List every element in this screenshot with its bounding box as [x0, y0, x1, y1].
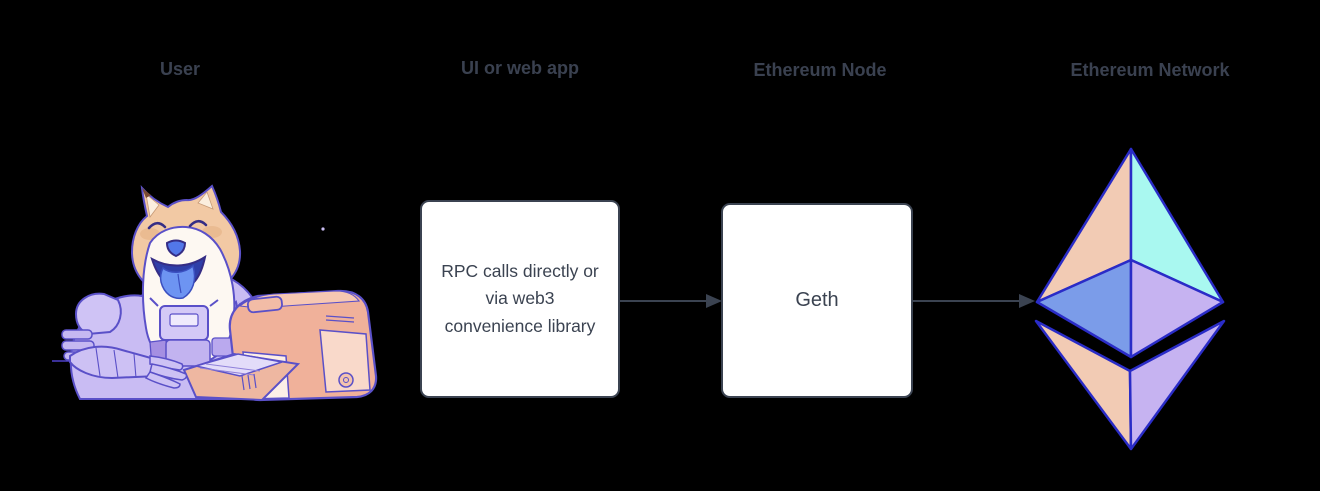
nose: [165, 239, 187, 258]
robotic-arm: [61, 329, 188, 389]
column-header-ui: UI or web app: [460, 58, 580, 78]
left-ear-inner: [145, 192, 160, 218]
column-header-user: User: [159, 59, 201, 79]
eth-face-bottom-right: [1128, 319, 1226, 451]
ethereum-logo-icon: [1034, 147, 1226, 451]
finger: [144, 371, 181, 389]
rpc-box-label: RPC calls directly or via web3 convenien…: [441, 261, 599, 336]
right-ear-inner: [197, 191, 214, 210]
doge-face: [147, 219, 208, 300]
geth-box-label: Geth: [795, 289, 839, 311]
column-header-network: Ethereum Network: [1070, 60, 1230, 80]
arrow-node-to-network: [913, 294, 1035, 308]
keyboard-icon: [182, 352, 301, 402]
arrowhead-icon: [706, 294, 722, 308]
closed-eye-left: [147, 221, 167, 230]
node-box-geth: Geth: [721, 203, 913, 398]
ear-tip: [142, 188, 151, 198]
arrow-ui-to-node: [620, 294, 722, 308]
closed-eye-right: [188, 219, 208, 228]
speck: [321, 227, 325, 231]
eth-face-mid-right: [1129, 258, 1225, 359]
doge-astronaut-at-computer-icon: [52, 184, 378, 402]
node-box-rpc: RPC calls directly or via web3 convenien…: [420, 200, 620, 398]
tongue: [159, 264, 196, 300]
column-header-node: Ethereum Node: [753, 60, 887, 80]
ethereum-diamond: [1034, 147, 1226, 451]
